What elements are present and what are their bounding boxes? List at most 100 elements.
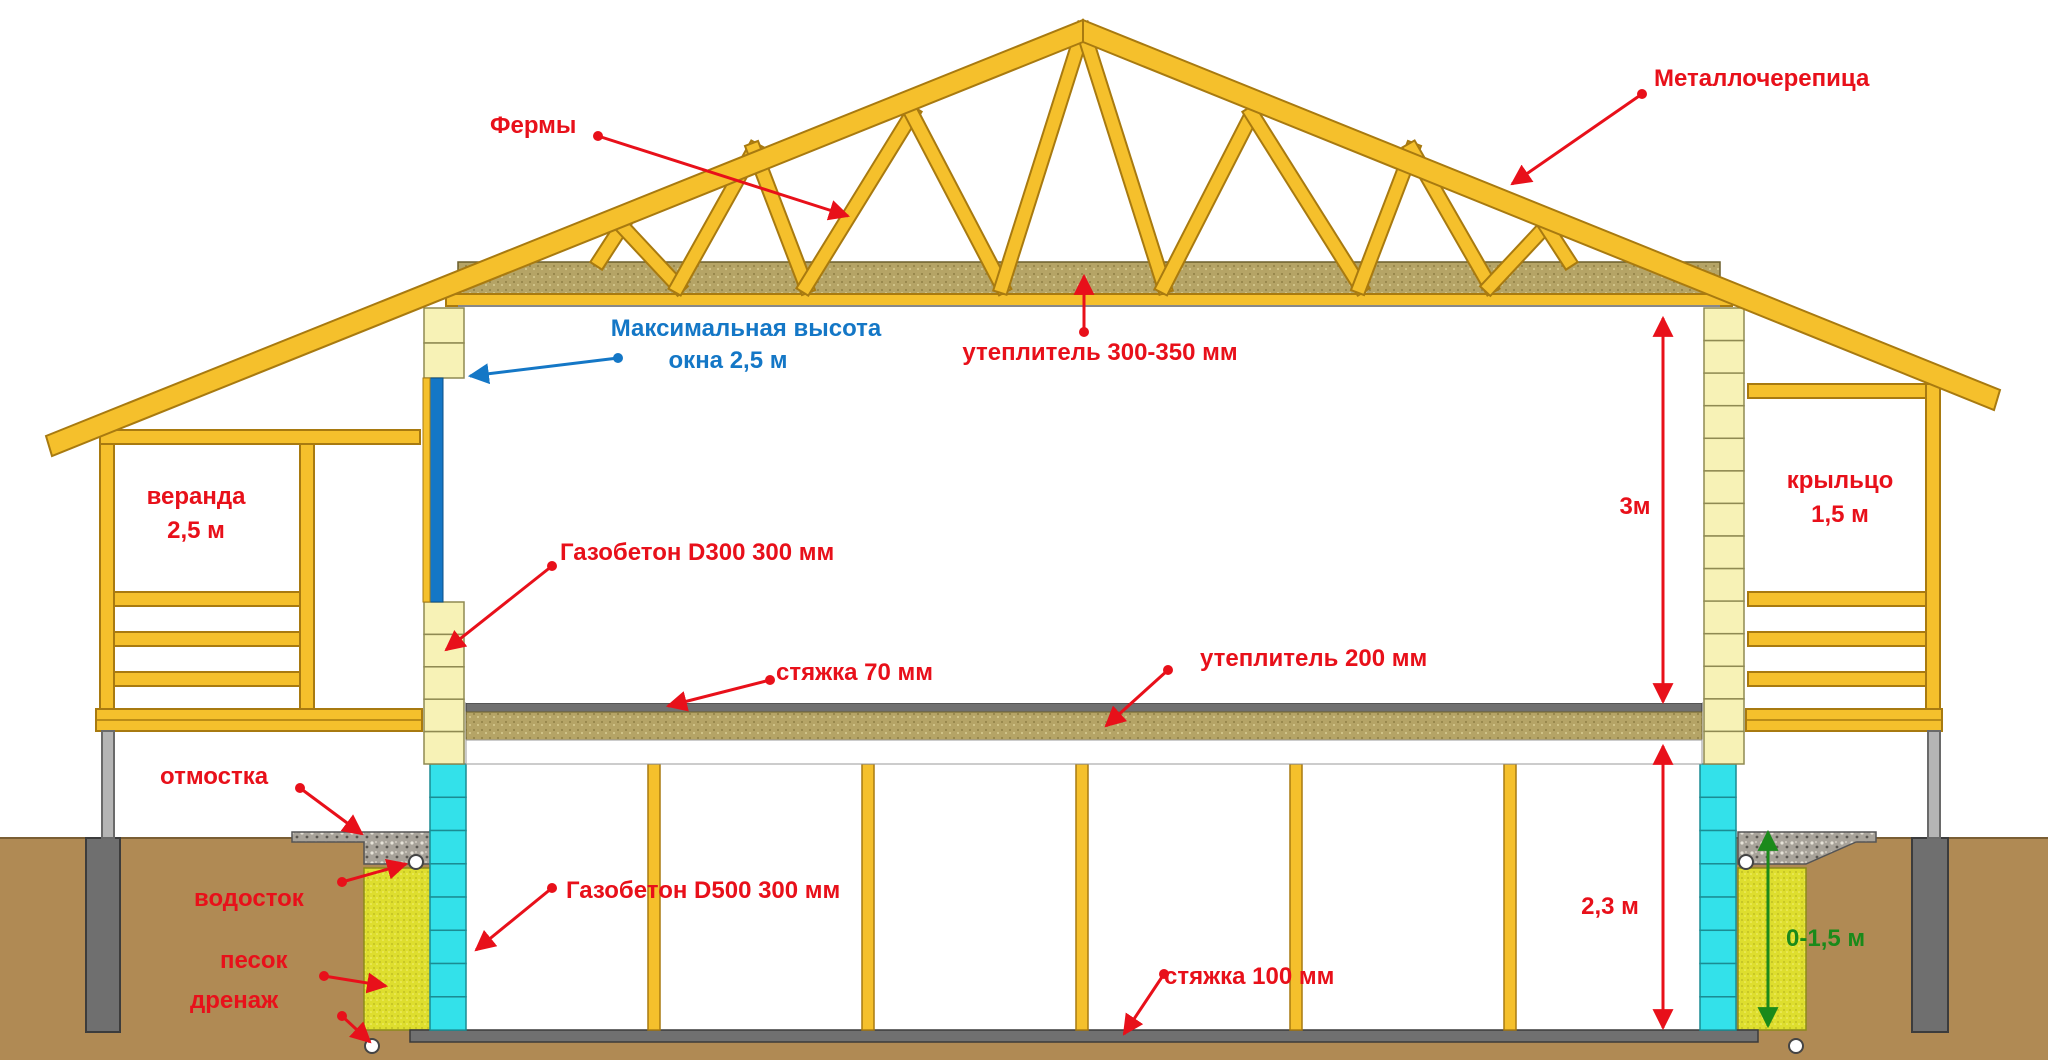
- floor-insulation: [465, 711, 1703, 741]
- d300-block: [1703, 339, 1745, 374]
- d300-block: [1703, 567, 1745, 602]
- leader-trusses: [597, 134, 851, 221]
- d300-block: [423, 307, 465, 344]
- d500-block: [429, 863, 467, 898]
- d300-block: [423, 698, 465, 733]
- label-porch-line2: 1,5 м: [1811, 501, 1869, 528]
- d500-block: [1699, 829, 1737, 865]
- d300-block: [1703, 372, 1745, 407]
- label-veranda-line1: веранда: [147, 483, 247, 510]
- window: [429, 377, 444, 603]
- basement-post: [1289, 763, 1303, 1031]
- leader-arrows: [295, 89, 1647, 1044]
- d500-block: [1699, 896, 1737, 932]
- label-floor-insulation: утеплитель 200 мм: [1200, 645, 1427, 672]
- basement-post: [861, 763, 875, 1031]
- label-sand: песок: [220, 947, 289, 974]
- label-window-max-line1: Максимальная высота: [611, 315, 882, 342]
- label-roof-tile: Металлочерепица: [1654, 65, 1870, 92]
- label-blind-area: отмостка: [160, 763, 269, 790]
- label-window-max-line2: окна 2,5 м: [669, 347, 788, 374]
- leader-d500: [474, 886, 553, 952]
- basement-post: [1503, 763, 1517, 1031]
- d300-block: [1703, 698, 1745, 733]
- truss-web-member: [1155, 105, 1261, 295]
- d500-block: [429, 962, 467, 998]
- label-drainage: дренаж: [190, 987, 279, 1014]
- basement: [291, 763, 1877, 1054]
- label-height-2-3m: 2,3 м: [1581, 893, 1639, 920]
- label-roof-insulation: утеплитель 300-350 мм: [962, 339, 1237, 366]
- d300-block: [1703, 470, 1745, 505]
- porch: [1745, 383, 1943, 839]
- basement-posts: [647, 763, 1517, 1031]
- label-height-3m: 3м: [1619, 493, 1650, 520]
- d500-block: [429, 929, 467, 965]
- rafter-right: [1082, 18, 2002, 412]
- leader-blind-area: [299, 786, 364, 836]
- gasbeton-d300-wall-right: [1703, 307, 1745, 765]
- truss-web-member: [746, 142, 814, 294]
- d300-block: [1703, 730, 1745, 765]
- leader-d300: [444, 564, 553, 652]
- d500-block: [1699, 796, 1737, 832]
- d500-block: [429, 896, 467, 932]
- label-gasbeton-d500: Газобетон D500 300 мм: [566, 877, 840, 904]
- d500-block: [429, 796, 467, 832]
- d500-block: [429, 996, 467, 1031]
- gutter-pipe-right: [1738, 854, 1754, 870]
- labels: Металлочерепица Фермы Максимальная высот…: [147, 65, 1894, 1014]
- ceiling-chord: [445, 293, 1733, 307]
- truss-web-member: [1352, 142, 1420, 294]
- d500-block: [429, 829, 467, 865]
- d300-block: [423, 342, 465, 379]
- truss-web-member: [1075, 22, 1172, 294]
- leader-window-max: [467, 356, 619, 385]
- leader-screed-100: [1122, 973, 1166, 1036]
- basement-post: [1075, 763, 1089, 1031]
- screed-70: [465, 702, 1703, 713]
- label-porch-line1: крыльцо: [1787, 467, 1894, 494]
- main-floor: [422, 307, 1745, 765]
- sand-backfill-left: [363, 867, 433, 1031]
- label-trusses: Фермы: [490, 112, 576, 139]
- concrete-piles: [85, 837, 1949, 1033]
- d500-block: [1699, 763, 1737, 799]
- leader-gutter: [341, 859, 409, 884]
- d300-block: [1703, 632, 1745, 668]
- truss-web-member: [994, 22, 1091, 294]
- truss-web-member: [1481, 217, 1555, 295]
- d300-block: [1703, 307, 1745, 342]
- label-gasbeton-d300: Газобетон D300 300 мм: [560, 539, 834, 566]
- d300-block: [1703, 502, 1745, 537]
- truss-web-member: [797, 105, 921, 295]
- d300-block: [1703, 600, 1745, 635]
- d300-block: [423, 730, 465, 765]
- roof: [44, 18, 2002, 458]
- truss-web-member: [1243, 105, 1369, 295]
- label-veranda-line2: 2,5 м: [167, 517, 225, 544]
- d500-block: [1699, 996, 1737, 1031]
- ground-floor-deck: [465, 702, 1703, 765]
- leader-floor-insulation: [1104, 668, 1170, 728]
- leader-roof-tile: [1510, 92, 1643, 186]
- label-gutter: водосток: [194, 885, 305, 912]
- truss-web-member: [613, 217, 687, 295]
- veranda: [95, 429, 423, 839]
- label-depth: 0-1,5 м: [1786, 925, 1865, 952]
- d300-block: [1703, 437, 1745, 472]
- d500-block: [1699, 929, 1737, 965]
- leader-screed-70: [665, 678, 771, 712]
- d300-block: [1703, 665, 1745, 700]
- d300-block: [1703, 535, 1745, 570]
- leader-drainage: [340, 1014, 372, 1044]
- d500-block: [429, 763, 467, 799]
- d300-block: [423, 601, 465, 636]
- d300-block: [1703, 404, 1745, 440]
- d500-block: [1699, 962, 1737, 998]
- dimension-lines: [1652, 315, 1779, 1031]
- roof-insulation: [457, 261, 1721, 295]
- truss-webs: [588, 19, 1580, 298]
- d300-block: [423, 666, 465, 700]
- basement-slab: [409, 1029, 1759, 1043]
